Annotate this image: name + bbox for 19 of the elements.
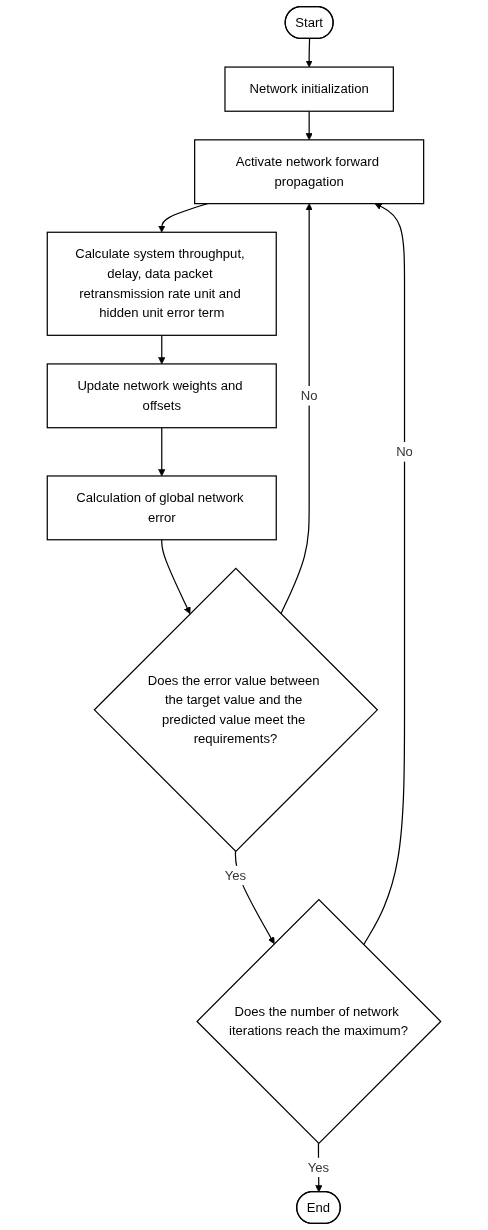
arrow (234, 850, 275, 945)
edge-label: Yes (307, 1160, 330, 1174)
node-diamond: Does the number of network iterations reach the maximum? (196, 898, 442, 1145)
arrow (305, 38, 313, 68)
arrow (280, 203, 313, 615)
arrow (158, 427, 166, 477)
arrow (363, 203, 406, 946)
node-box: Calculate system throughput, delay, data packet retransmission rate unit and hidden unit error term (46, 231, 277, 336)
node-box: Network initialization (224, 66, 394, 112)
node-box: Calculation of global network error (46, 475, 277, 541)
edge-label: Yes (224, 868, 247, 883)
node-diamond: Does the error value between the target value and the predicted value meet the requirements? (93, 567, 379, 853)
arrow (158, 334, 166, 365)
node-box: Update network weights and offsets (46, 363, 277, 429)
arrow (305, 110, 313, 141)
arrow (161, 539, 191, 615)
edge-label: No (396, 444, 413, 459)
edge-label: No (300, 388, 318, 403)
node-box: Activate network forward propagation (194, 139, 425, 205)
